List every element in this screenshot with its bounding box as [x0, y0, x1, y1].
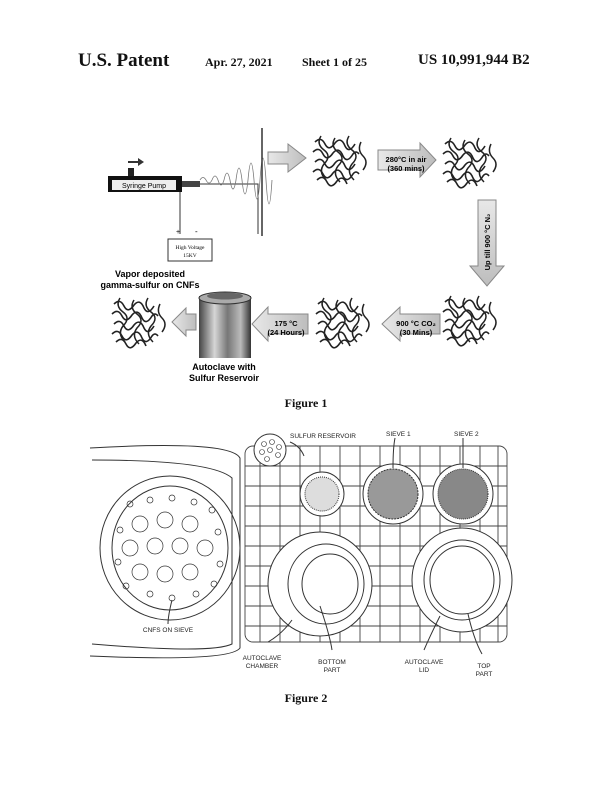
autoclave-chamber-sieve [89, 445, 241, 659]
step3-arrow: 900 °C CO₂ (30 Mins) [381, 305, 441, 343]
autoclave-label-1: Autoclave with [192, 362, 256, 372]
figure2-caption: Figure 2 [284, 691, 328, 705]
autoclave-top-part [411, 527, 513, 633]
sieve-holes [114, 494, 224, 602]
vapor-label-1: Vapor deposited [115, 269, 185, 279]
syringe-pump-label: Syringe Pump [122, 183, 166, 190]
high-voltage-box: High Voltage 15KV [167, 238, 213, 262]
step1-arrow: 280°C in air (360 mins) [377, 141, 437, 179]
svg-text:280°C in air: 280°C in air [386, 155, 427, 164]
patent-date: Apr. 27, 2021 [205, 55, 273, 69]
lid-label-1: AUTOCLAVE [405, 659, 444, 666]
sieve-1 [362, 463, 424, 525]
svg-text:(24 Hours): (24 Hours) [267, 328, 305, 337]
arrow-1 [267, 142, 307, 174]
syringe-pump: Syringe Pump [108, 158, 200, 192]
sulfur-reservoir-label: SULFUR RESERVOIR [290, 433, 356, 440]
svg-text:(30 Mins): (30 Mins) [400, 328, 433, 337]
cnf-mesh-4 [315, 297, 370, 349]
page-header: U.S. Patent Apr. 27, 2021 Sheet 1 of 25 … [0, 50, 612, 72]
electrospin-jet [199, 157, 273, 205]
vapor-label-2: gamma-sulfur on CNFs [100, 280, 199, 290]
svg-text:(360 mins): (360 mins) [387, 164, 425, 173]
figure1-caption: Figure 1 [284, 396, 328, 410]
autoclave-photo [198, 291, 252, 358]
svg-text:175 °C: 175 °C [274, 319, 298, 328]
cnf-mesh-3 [442, 295, 497, 347]
sulfur-reservoir [253, 433, 345, 517]
cnfs-on-sieve-label: CNFS ON SIEVE [143, 627, 194, 634]
sieve2-label: SIEVE 2 [454, 431, 479, 438]
arrow-5 [171, 306, 197, 338]
sieve1-label: SIEVE 1 [386, 431, 411, 438]
patent-title: U.S. Patent [78, 50, 170, 71]
sheet-number: Sheet 1 of 25 [302, 55, 367, 69]
autoclave-bottom-part [267, 531, 373, 637]
svg-text:Up till 900 °C N₂: Up till 900 °C N₂ [483, 214, 492, 271]
hv-label-1: High Voltage [176, 245, 206, 251]
cnf-mesh-1 [312, 135, 367, 187]
minus-sign: - [195, 227, 198, 236]
bottom-label-1: BOTTOM [318, 659, 346, 666]
autoclave-label-2: Sulfur Reservoir [189, 373, 260, 383]
plus-sign: + [176, 229, 180, 236]
cnf-mesh-5 [111, 297, 166, 349]
figure1: Syringe Pump + - High Voltage 15KV 280°C… [100, 128, 506, 383]
figure2: CNFS ON SIEVE SULFUR RESERVOIR SIEVE 1 [89, 431, 513, 678]
chamber-label-1: AUTOCLAVE [243, 655, 282, 662]
bottom-label-2: PART [324, 667, 341, 674]
hv-label-2: 15KV [183, 253, 196, 259]
step2-arrow: Up till 900 °C N₂ [468, 199, 506, 287]
sieve-2 [432, 463, 494, 525]
lid-label-2: LID [419, 667, 429, 674]
patent-number: US 10,991,944 B2 [418, 52, 530, 68]
chamber-label-2: CHAMBER [246, 663, 279, 670]
svg-text:900 °C CO₂: 900 °C CO₂ [396, 319, 436, 328]
cnf-mesh-2 [442, 137, 497, 189]
step4-arrow: 175 °C (24 Hours) [251, 305, 309, 343]
top-label-2: PART [476, 671, 493, 678]
top-label-1: TOP [477, 663, 490, 670]
